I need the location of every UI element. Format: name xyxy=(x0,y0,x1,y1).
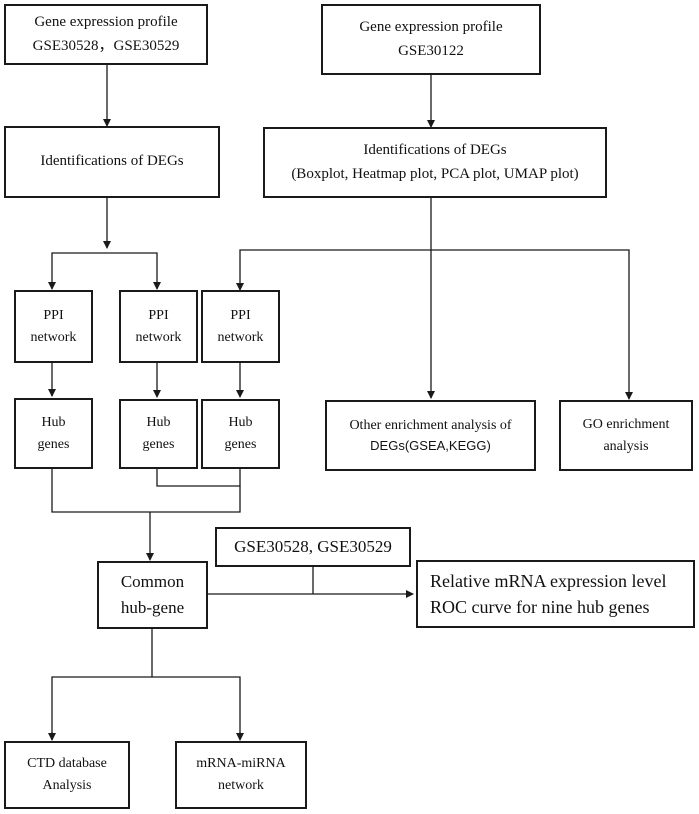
gep1-line1: Gene expression profile xyxy=(34,14,178,31)
ctd-line2: Analysis xyxy=(42,778,92,793)
bottom-split xyxy=(51,676,241,738)
ppi3-line2: network xyxy=(217,329,264,345)
go-enrichment-box: GO enrichment analysis xyxy=(559,400,693,471)
merge-hub2-hub3 xyxy=(156,468,241,487)
hub-genes-box-3: Hub genes xyxy=(201,399,280,469)
relative-expression-roc-box: Relative mRNA expression level ROC curve… xyxy=(416,560,695,628)
gene-expression-profile-box-1: Gene expression profile GSE30528，GSE3052… xyxy=(4,4,208,65)
ppi-network-box-3: PPI network xyxy=(201,290,280,363)
gse-label-text: GSE30528, GSE30529 xyxy=(234,536,392,556)
gse-dataset-label-box: GSE30528, GSE30529 xyxy=(215,527,411,567)
ppi1-line2: network xyxy=(30,329,77,345)
common-line2: hub-gene xyxy=(120,598,185,617)
ppi2-line2: network xyxy=(135,329,182,345)
hub-genes-box-2: Hub genes xyxy=(119,399,198,469)
common-line1: Common xyxy=(120,571,185,591)
rel-line1: Relative mRNA expression level xyxy=(430,570,667,591)
gene-expression-profile-box-2: Gene expression profile GSE30122 xyxy=(321,4,541,75)
deg-identification-box-1: Identifications of DEGs xyxy=(4,126,220,198)
hub1-line2: genes xyxy=(37,436,70,452)
gep2-line1: Gene expression profile xyxy=(359,19,503,36)
deg-identification-box-2: Identifications of DEGs (Boxplot, Heatma… xyxy=(263,127,607,198)
merge-all-hubs xyxy=(51,468,241,513)
other-line1: Other enrichment analysis of xyxy=(349,417,512,433)
mirna-line1: mRNA-miRNA xyxy=(196,756,286,772)
hub3-line2: genes xyxy=(224,437,257,452)
split-bracket-left xyxy=(51,252,158,288)
ppi2-line1: PPI xyxy=(148,307,169,323)
deg2-line2: (Boxplot, Heatmap plot, PCA plot, UMAP p… xyxy=(291,165,579,182)
hub3-line1: Hub xyxy=(228,415,253,431)
split-bracket-right xyxy=(239,249,630,398)
ppi-network-box-1: PPI network xyxy=(14,290,93,363)
mrna-mirna-network-box: mRNA-miRNA network xyxy=(175,741,307,809)
ctd-line1: CTD database xyxy=(27,756,107,772)
hub1-line1: Hub xyxy=(41,414,66,430)
hub-genes-box-1: Hub genes xyxy=(14,398,93,469)
common-hub-gene-box: Common hub-gene xyxy=(97,561,208,629)
other-enrichment-box: Other enrichment analysis of DEGs(GSEA,K… xyxy=(325,400,536,471)
hub2-line1: Hub xyxy=(146,415,171,431)
deg1-line1: Identifications of DEGs xyxy=(40,153,184,170)
gep1-line2: GSE30528，GSE30529 xyxy=(32,37,180,54)
rel-line2: ROC curve for nine hub genes xyxy=(430,597,650,617)
mirna-line2: network xyxy=(218,778,264,793)
ctd-database-box: CTD database Analysis xyxy=(4,741,130,809)
other-line2: DEGs(GSEA,KEGG) xyxy=(370,438,491,454)
ppi-network-box-2: PPI network xyxy=(119,290,198,363)
deg2-line1: Identifications of DEGs xyxy=(363,142,507,159)
ppi3-line1: PPI xyxy=(230,307,251,323)
gep2-line2: GSE30122 xyxy=(398,42,464,59)
go-line2: analysis xyxy=(603,438,649,454)
hub2-line2: genes xyxy=(142,437,175,452)
go-line1: GO enrichment xyxy=(582,416,670,432)
ppi1-line1: PPI xyxy=(43,307,64,323)
